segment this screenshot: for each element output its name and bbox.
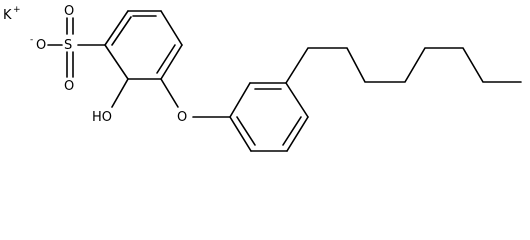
ether-oxygen-atom: O <box>177 110 187 125</box>
oxygen-negative-charge: - <box>30 35 33 45</box>
ring-a-bond-3 <box>160 10 183 46</box>
potassium-symbol: K <box>3 8 12 23</box>
ring-a-bond-1 <box>104 10 129 46</box>
hydroxyl-label: HO <box>92 110 112 125</box>
ring-b-bond-6 <box>229 116 252 152</box>
ring-b-bond-3 <box>285 82 309 118</box>
ether-linkage: O <box>160 78 231 125</box>
ring-oh-bond <box>111 78 129 108</box>
ring-a-inner-bond-3 <box>156 44 176 74</box>
ring-b-bond-4 <box>286 116 309 152</box>
ring-a-bond-6 <box>104 44 129 80</box>
potassium-counter-ion: K + <box>3 5 21 23</box>
ring-a-inner-bond-1 <box>111 16 132 46</box>
oxygen-negative-atom: O <box>36 38 46 53</box>
oxygen-bottom-atom: O <box>64 79 74 94</box>
octyl-chain-bonds <box>285 47 522 84</box>
ring-a-ether-bond <box>160 78 179 108</box>
octyl-chain <box>285 47 522 84</box>
ring-b <box>229 82 309 152</box>
ring-b-inner-bond-3 <box>236 116 256 146</box>
ring-b-bond-1 <box>229 82 251 118</box>
ring-b-inner-bond-2 <box>282 116 302 146</box>
hydroxyl-group: HO <box>92 78 129 125</box>
oxygen-top-atom: O <box>64 4 74 19</box>
ring-a <box>104 10 183 80</box>
potassium-charge: + <box>13 5 21 15</box>
ring-a-bond-4 <box>160 44 183 80</box>
sulfur-atom: S <box>64 38 72 53</box>
sulfonate-group: S - O O O <box>30 4 106 94</box>
chemical-structure-diagram: K + S - O O O HO <box>3 4 522 152</box>
